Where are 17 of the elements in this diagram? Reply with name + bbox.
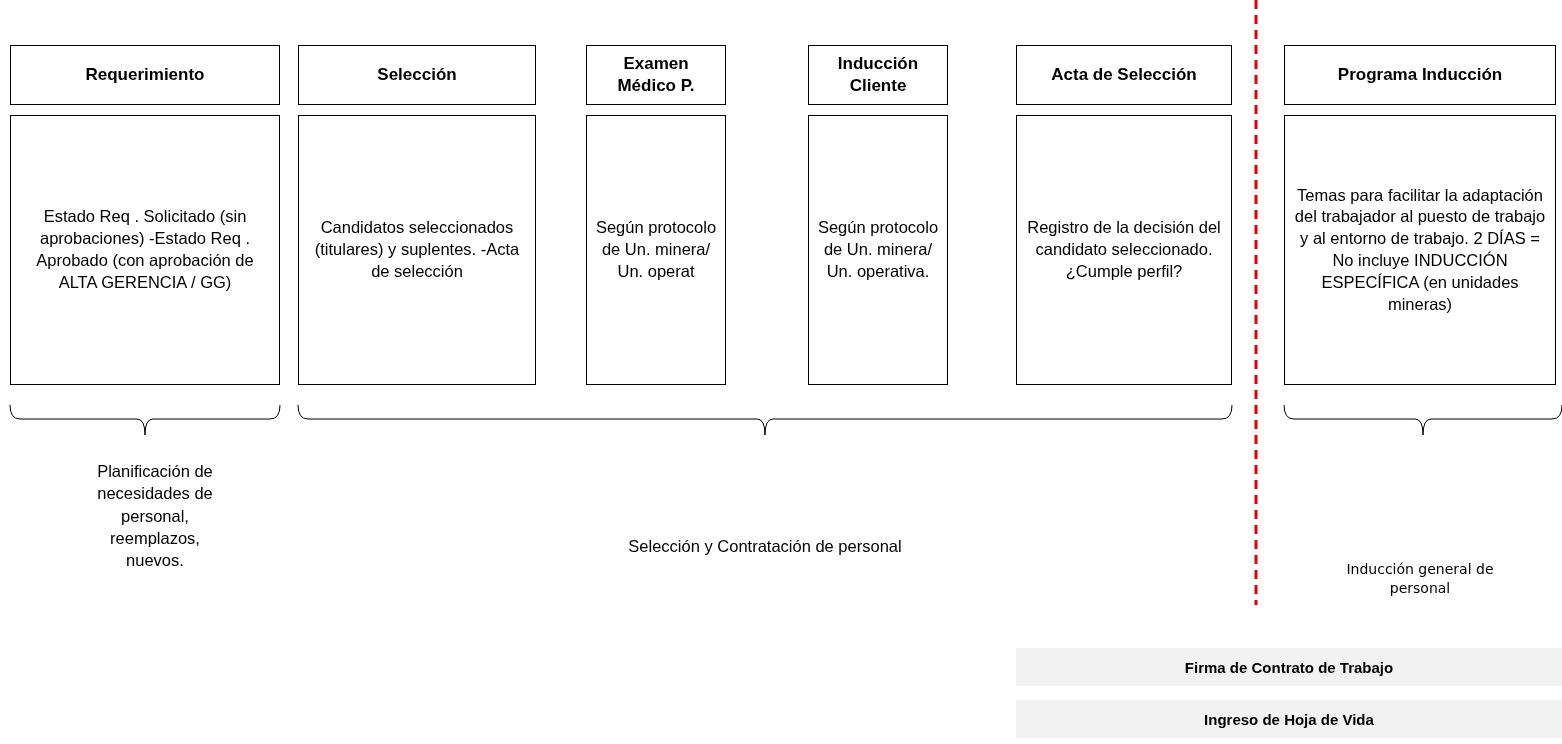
stage-header: Programa Inducción [1284, 45, 1556, 105]
description-box: Según protocolo de Un. minera/ Un. operativa. [808, 115, 948, 385]
bracket-caption: Inducción general de personal [1345, 560, 1495, 598]
stage-header: Examen Médico P. [586, 45, 726, 105]
stage-header: Selección [298, 45, 536, 105]
task-bar: Ingreso de Hoja de Vida [1016, 700, 1562, 738]
description-box: Temas para facilitar la adaptación del trabajador al puesto de trabajo y al entorno de trabajo. 2 DÍAS = No incluye INDUCCIÓN ESPECÍFICA (en unidades mineras) [1284, 115, 1556, 385]
bracket-caption: Selección y Contratación de personal [627, 536, 903, 557]
description-box: Según protocolo de Un. minera/ Un. operat [586, 115, 726, 385]
stage-header: Acta de Selección [1016, 45, 1232, 105]
description-box: Candidatos seleccionados (titulares) y suplentes. -Acta de selección [298, 115, 536, 385]
stage-header: Requerimiento [10, 45, 280, 105]
bracket-caption: Planificación de necesidades de personal, reemplazos, nuevos. [96, 461, 214, 572]
task-bar: Firma de Contrato de Trabajo [1016, 648, 1562, 686]
stage-header: Inducción Cliente [808, 45, 948, 105]
description-box: Estado Req . Solicitado (sin aprobaciones) -Estado Req . Aprobado (con aprobación de ALTA GERENCIA / GG) [10, 115, 280, 385]
description-box: Registro de la decisión del candidato seleccionado. ¿Cumple perfil? [1016, 115, 1232, 385]
